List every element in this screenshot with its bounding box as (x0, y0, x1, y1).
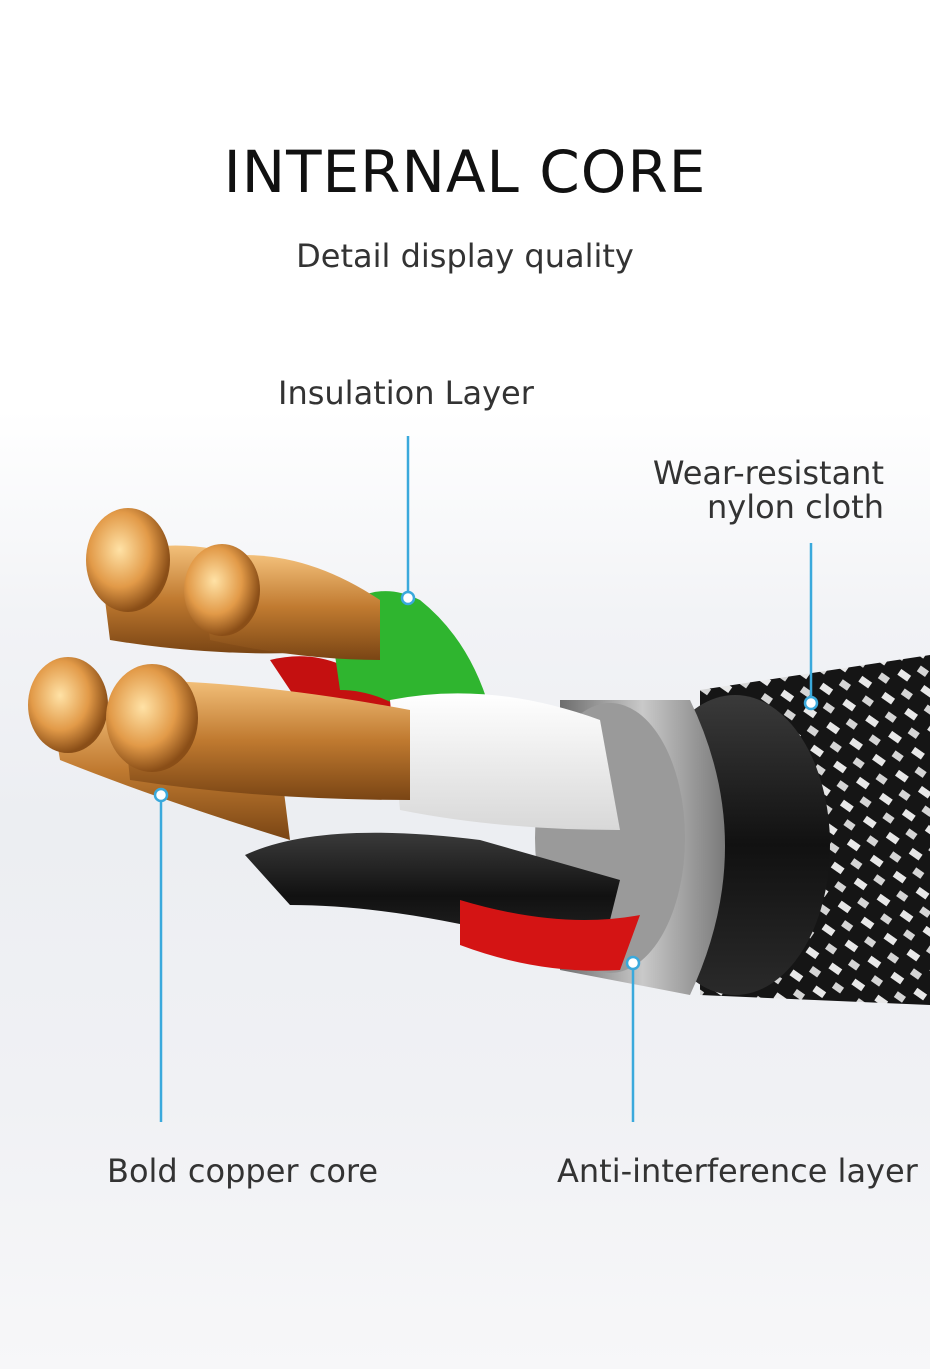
white-wire (390, 693, 620, 830)
wear-resistant-line2: nylon cloth (706, 488, 884, 526)
wear-resistant-label: Wear-resistant nylon cloth (600, 456, 884, 524)
insulation-layer-label: Insulation Layer (278, 374, 534, 412)
bold-copper-core-label: Bold copper core (107, 1152, 379, 1190)
copper-tips (28, 508, 260, 772)
page-title: INTERNAL CORE (223, 138, 707, 206)
wear-callout-dot (803, 695, 819, 711)
anti-interference-label: Anti-interference layer (557, 1152, 918, 1190)
insulation-callout-dot (400, 590, 416, 606)
page-subtitle: Detail display quality (296, 237, 634, 275)
copper-callout-dot (153, 787, 169, 803)
anti-callout-dot (625, 955, 641, 971)
wear-resistant-line1: Wear-resistant (652, 454, 884, 492)
